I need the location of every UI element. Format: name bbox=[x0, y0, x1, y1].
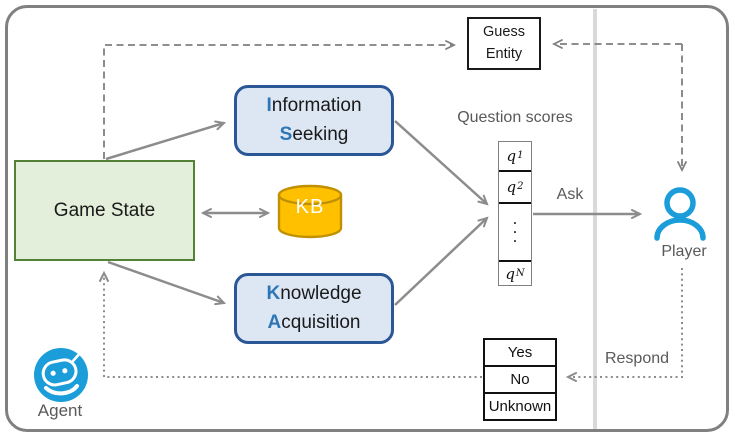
robot-chat-icon bbox=[34, 348, 88, 402]
outer-frame bbox=[5, 5, 729, 432]
knowledge-acquisition-box: Knowledge Acquisition bbox=[234, 273, 394, 344]
respond-edge-label: Respond bbox=[604, 350, 670, 367]
answer-cell-no: No bbox=[485, 365, 555, 392]
information-seeking-line1: Information bbox=[266, 95, 362, 116]
question-score-cell-ellipsis: · · · bbox=[499, 202, 531, 260]
knowledge-acquisition-line2: Acquisition bbox=[267, 311, 361, 333]
answer-cell-unknown: Unknown bbox=[485, 392, 555, 419]
question-scores-title: Question scores bbox=[457, 109, 573, 126]
player-label: Player bbox=[661, 243, 707, 260]
guess-entity-line1: Guess bbox=[483, 23, 525, 40]
information-seeking-box: Information Seeking bbox=[234, 85, 394, 156]
game-state-label: Game State bbox=[53, 199, 156, 221]
answer-cell-yes: Yes bbox=[507, 344, 533, 361]
guess-entity-line2: Entity bbox=[485, 45, 523, 62]
agent-label: Agent bbox=[37, 401, 83, 420]
database-cylinder-icon bbox=[277, 184, 343, 239]
kb-label: KB bbox=[295, 196, 325, 218]
knowledge-acquisition-line1: Knowledge bbox=[266, 283, 362, 304]
guess-entity-box: Guess Entity bbox=[467, 17, 541, 70]
ask-edge-label: Ask bbox=[556, 186, 584, 203]
answer-options-column: Yes No Unknown bbox=[483, 338, 557, 421]
information-seeking-line2: Seeking bbox=[279, 123, 349, 145]
agent-player-divider-line bbox=[593, 9, 597, 429]
game-state-box: Game State bbox=[14, 160, 195, 261]
person-icon bbox=[654, 187, 706, 241]
